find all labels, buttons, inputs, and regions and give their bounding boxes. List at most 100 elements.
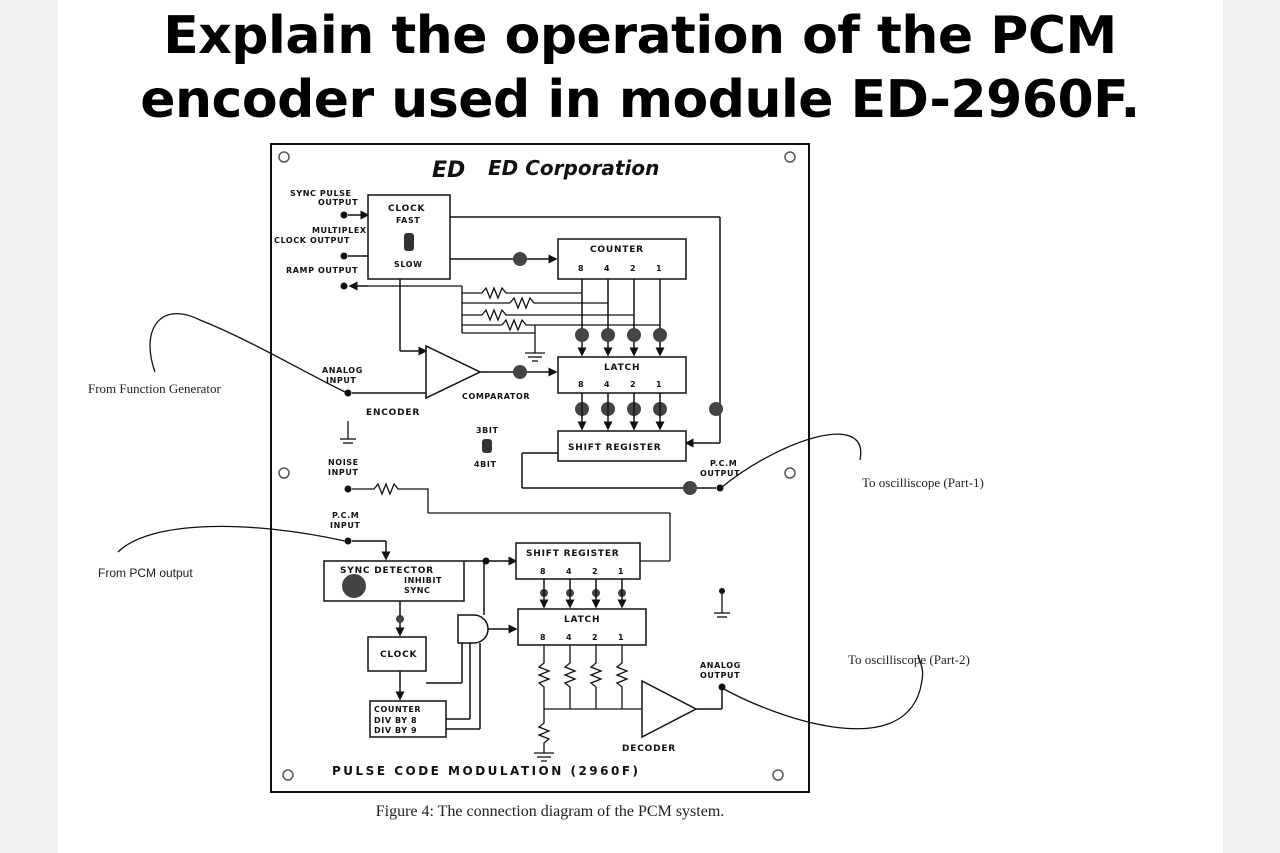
svg-text:4: 4: [604, 380, 610, 389]
latch-label: LATCH: [604, 363, 640, 373]
svg-text:8: 8: [540, 633, 546, 642]
svg-text:2: 2: [630, 380, 636, 389]
resistor-ladder: [368, 285, 660, 362]
svg-text:2: 2: [592, 633, 598, 642]
pcm-output-test-point: [683, 481, 697, 495]
screw-icon: [278, 467, 290, 479]
clock-label: CLOCK: [388, 204, 425, 214]
svg-text:1: 1: [656, 380, 662, 389]
screw-icon: [784, 467, 796, 479]
ed-logo-icon: ED: [432, 158, 465, 183]
screw-icon: [282, 769, 294, 781]
decoder-latch-label: LATCH: [564, 615, 600, 625]
oscilloscope-1-wire: [721, 433, 862, 488]
inhibit-label: INHIBIT: [404, 576, 442, 585]
svg-text:1: 1: [618, 633, 624, 642]
oscilloscope-2-wire: [721, 654, 924, 730]
3bit-label: 3BIT: [476, 426, 499, 435]
comparator-symbol: [425, 344, 482, 400]
screw-icon: [784, 151, 796, 163]
decoder-shift-register-block: [515, 542, 641, 580]
decoder-counter-block: [369, 700, 447, 738]
noise-input-jack: [344, 485, 352, 493]
svg-text:1: 1: [618, 567, 624, 576]
counter-test-points: [575, 328, 667, 342]
ramp-output-jack: [340, 282, 348, 290]
div9-label: DIV BY 9: [374, 726, 417, 735]
screw-icons: [278, 151, 796, 781]
question-line-2: encoder used in module ED-2960F.: [140, 70, 1140, 130]
svg-text:2: 2: [592, 567, 598, 576]
output-jacks: [340, 211, 348, 290]
question-title: Explain the operation of the PCM encoder…: [0, 4, 1280, 132]
pcm-input-label-2: INPUT: [330, 521, 361, 530]
pcm-output-jack: [716, 484, 724, 492]
analog-input-label: INPUT: [326, 376, 357, 385]
clock-test-point: [513, 252, 527, 266]
svg-text:8: 8: [540, 567, 546, 576]
svg-text:4: 4: [566, 567, 572, 576]
analog-input-jack: [344, 389, 352, 397]
noise-label: NOISE: [328, 458, 359, 467]
pcm-input-wire: [117, 525, 346, 553]
decoder-label: DECODER: [622, 744, 676, 754]
pcm-input-label-1: P.C.M: [332, 511, 359, 520]
pcm-output-label-2: OUTPUT: [700, 469, 740, 478]
encoder-latch-block: [557, 356, 687, 394]
sync-label: SYNC: [404, 586, 431, 595]
4bit-label: 4BIT: [474, 460, 497, 469]
sync-output-label: OUTPUT: [318, 198, 358, 207]
bit-select-switch[interactable]: [482, 439, 492, 453]
decoder-counter-label: COUNTER: [374, 705, 421, 714]
ramp-output-label: RAMP OUTPUT: [286, 266, 358, 275]
svg-text:4: 4: [604, 264, 610, 273]
analog-label: ANALOG: [322, 366, 363, 375]
sync-indicator-lamp: [342, 574, 366, 598]
analog-output-label-1: ANALOG: [700, 661, 741, 670]
decoder-amplifier-symbol: [641, 679, 698, 739]
and-gate-symbol: [457, 614, 489, 644]
from-function-generator-label: From Function Generator: [88, 381, 221, 396]
screw-icon: [772, 769, 784, 781]
sync-pulse-label: SYNC PULSE: [290, 189, 352, 198]
svg-text:8: 8: [578, 264, 584, 273]
noise-input-label: INPUT: [328, 468, 359, 477]
analog-output-label-2: OUTPUT: [700, 671, 740, 680]
pcm-module-panel: ED ED Corporation SYNC PULSE OUTPUT MULT…: [270, 143, 810, 793]
figure-caption: Figure 4: The connection diagram of the …: [375, 803, 725, 820]
fast-label: FAST: [396, 216, 420, 225]
function-generator-wire: [149, 313, 346, 393]
svg-text:2: 2: [630, 264, 636, 273]
sync-output-jack: [340, 211, 348, 219]
svg-text:1: 1: [656, 264, 662, 273]
multiplex-output-jack: [340, 252, 348, 260]
latch-test-points: [575, 402, 723, 416]
decoder-resistor-ladder: [534, 645, 642, 762]
panel-footer: PULSE CODE MODULATION (2960F): [332, 764, 641, 778]
encoder-counter-block: [557, 238, 687, 280]
encoder-shift-register-block: [557, 430, 687, 462]
div8-label: DIV BY 8: [374, 716, 417, 725]
decoder-shift-register-label: SHIFT REGISTER: [526, 549, 620, 559]
comparator-label: COMPARATOR: [462, 392, 530, 401]
svg-text:4: 4: [566, 633, 572, 642]
decoder-clock-label: CLOCK: [380, 650, 417, 660]
question-line-1: Explain the operation of the PCM: [163, 6, 1117, 66]
svg-text:8: 8: [578, 380, 584, 389]
shift-register-label: SHIFT REGISTER: [568, 443, 662, 453]
slow-label: SLOW: [394, 260, 423, 269]
pcm-output-label-1: P.C.M: [710, 459, 737, 468]
ground-icon: [340, 421, 356, 444]
ground-icon: [714, 593, 730, 618]
screw-icon: [278, 151, 290, 163]
to-oscilloscope-2-label: To oscilliscope (Part-2): [848, 652, 970, 667]
decoder-clock-block: [367, 636, 427, 672]
clock-output-label: CLOCK OUTPUT: [274, 236, 350, 245]
counter-label: COUNTER: [590, 245, 644, 255]
brand-name: ED Corporation: [488, 156, 659, 180]
logo-text: ED: [432, 158, 465, 183]
sync-detector-label: SYNC DETECTOR: [340, 566, 434, 576]
pcm-input-jack: [344, 537, 352, 545]
from-pcm-output-label: From PCM output: [98, 566, 193, 580]
